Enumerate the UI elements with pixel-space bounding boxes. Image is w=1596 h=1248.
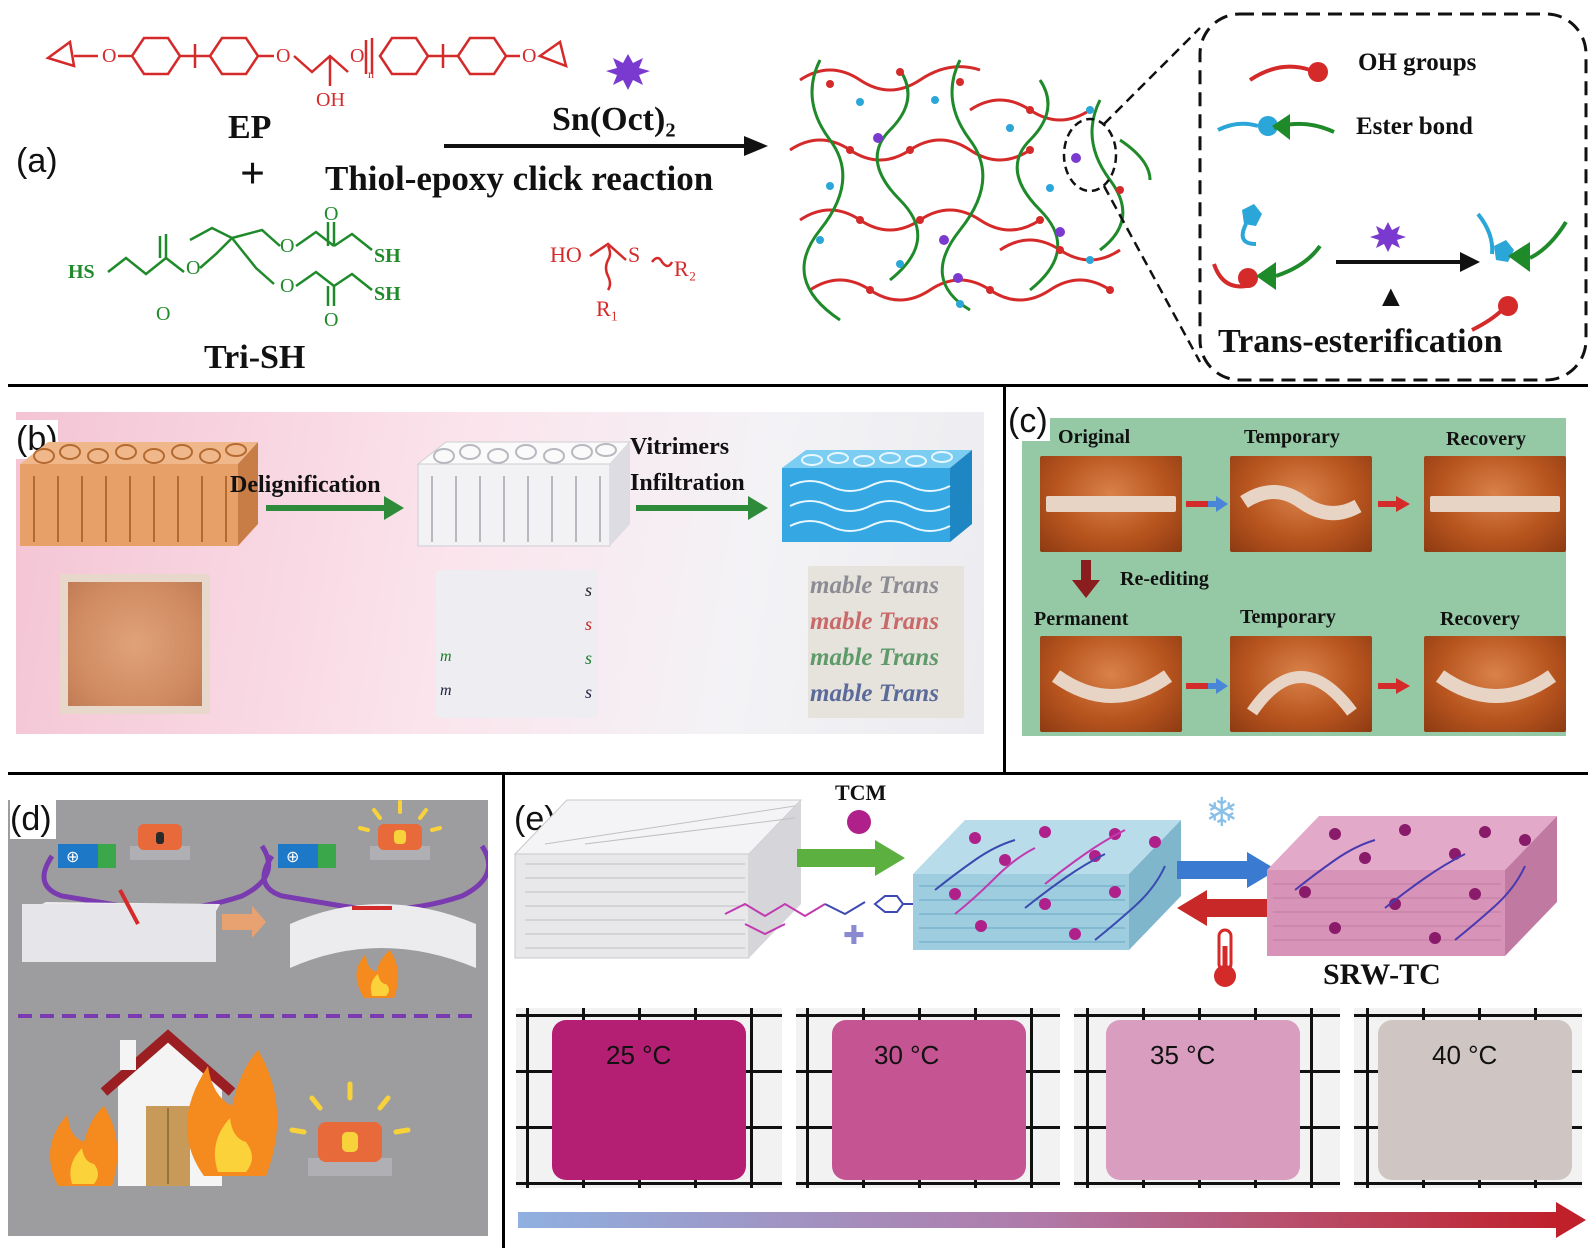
c-label-recovery-2: Recovery <box>1440 608 1520 631</box>
c-label-permanent: Permanent <box>1034 608 1128 631</box>
step-delignification: Delignification <box>230 472 381 498</box>
heat-symbol: ▲ <box>1376 280 1406 313</box>
alarm-icon-on <box>360 802 440 860</box>
svg-text:OH: OH <box>316 89 345 111</box>
temp-label-35: 35 °C <box>1150 1040 1215 1071</box>
thermometer-icon <box>1214 930 1236 987</box>
c-photo-temporary-2 <box>1230 636 1372 732</box>
svg-text:O: O <box>276 45 290 67</box>
text-row-1: mable Trans <box>810 572 939 600</box>
legend-ester: Ester bond <box>1356 113 1473 140</box>
svg-text:O: O <box>280 275 294 297</box>
text-row-2: mable Trans <box>810 608 939 636</box>
legend-oh: OH groups <box>1358 49 1477 76</box>
e-grid-gaps-3 <box>1340 1008 1354 1188</box>
svg-text:R₂: R₂ <box>674 256 696 281</box>
white-block <box>418 442 630 546</box>
catalyst-star-icon <box>606 54 650 90</box>
house-on-fire-icon <box>50 1036 277 1186</box>
wood-photo <box>60 574 210 714</box>
svg-text:O: O <box>324 203 338 225</box>
svg-text:O: O <box>324 309 338 331</box>
svg-text:✚: ✚ <box>843 921 865 950</box>
snowflake-icon: ❄ <box>1205 790 1239 835</box>
c-photo-permanent <box>1040 636 1182 732</box>
step-infiltration: Infiltration <box>630 470 745 496</box>
step-vitrimers: Vitrimers <box>630 434 729 460</box>
svg-text:⊕: ⊕ <box>66 849 79 866</box>
tcm-label: TCM <box>835 780 887 805</box>
text-row-3: mable Trans <box>810 644 939 672</box>
svg-text:S: S <box>628 242 640 267</box>
vitrimer-photo: mable Trans mable Trans mable Trans mabl… <box>808 566 964 718</box>
trish-label: Tri-SH <box>204 339 305 376</box>
blue-block <box>782 450 972 542</box>
svg-text:SH: SH <box>374 283 401 305</box>
infiltrated-block <box>913 820 1181 950</box>
e-grid-gaps <box>782 1008 796 1188</box>
temp-label-30: 30 °C <box>874 1040 939 1071</box>
svg-text:O: O <box>186 257 200 279</box>
delignified-photo: s s s s m m <box>436 570 598 718</box>
alarm-icon-large <box>292 1084 408 1176</box>
ep-molecule: O O OH O n O <box>48 38 566 111</box>
panel-e-diagram: ✚ TCM ❄ <box>505 774 1596 1008</box>
srw-tc-label: SRW-TC <box>1323 958 1441 991</box>
svg-text:O: O <box>280 235 294 257</box>
c-photo-recovery-2 <box>1424 636 1566 732</box>
text-row-4: mable Trans <box>810 680 939 708</box>
svg-text:HS: HS <box>68 261 95 283</box>
tcm-sphere-icon <box>847 810 871 834</box>
svg-text:O: O <box>350 45 364 67</box>
srw-tc-block <box>1267 816 1557 956</box>
temperature-gradient-arrow <box>518 1212 1562 1228</box>
temp-label-25: 25 °C <box>606 1040 671 1071</box>
ep-label: EP <box>228 109 271 146</box>
panel-d-diagram: ⊕ ⊕ <box>8 800 488 1236</box>
plus-sign: + <box>240 149 265 198</box>
svg-text:O: O <box>102 45 116 67</box>
catalyst-label: Sn(Oct)₂ <box>552 101 676 138</box>
svg-text:O: O <box>156 303 170 325</box>
trans-label: Trans-esterification <box>1218 323 1503 360</box>
panel-a-diagram: O O OH O n O EP + Sn(Oct)₂ Thiol-epoxy c… <box>0 0 1596 384</box>
svg-text:R₁: R₁ <box>596 296 618 321</box>
wood-block <box>20 442 258 546</box>
temp-label-40: 40 °C <box>1432 1040 1497 1071</box>
svg-text:HO: HO <box>550 242 582 267</box>
svg-text:O: O <box>522 45 536 67</box>
reaction-label: Thiol-epoxy click reaction <box>325 159 713 198</box>
e-grid-gaps-2 <box>1060 1008 1074 1188</box>
svg-text:⊕: ⊕ <box>286 849 299 866</box>
c-reedit-label: Re-editing <box>1120 568 1209 591</box>
trish-molecule <box>108 222 372 306</box>
wood-fiber-block <box>515 800 801 958</box>
temperature-arrow-head <box>1556 1202 1586 1238</box>
divider-bc <box>1003 386 1006 774</box>
alarm-icon-off <box>130 824 190 860</box>
c-label-temporary-2: Temporary <box>1240 606 1336 629</box>
svg-text:SH: SH <box>374 245 401 267</box>
flame-icon-small <box>356 950 398 998</box>
